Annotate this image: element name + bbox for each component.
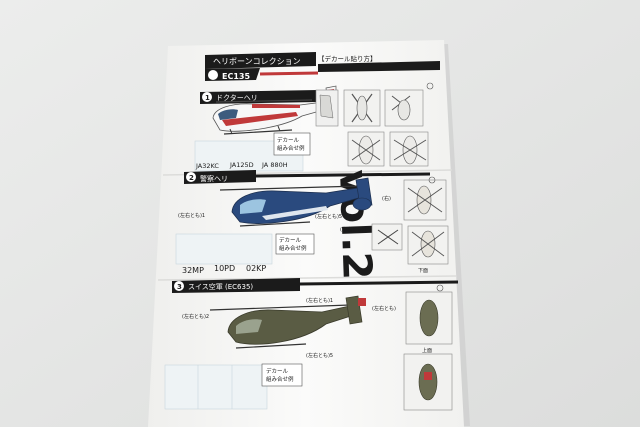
registration-decal: 02KP bbox=[246, 264, 266, 273]
section-1-decal-note: デカール bbox=[277, 136, 300, 144]
section-3-callout: (左右とも) bbox=[372, 305, 396, 312]
registration-decal: JA32KC bbox=[195, 162, 219, 170]
registration-decal: JA 880H bbox=[261, 161, 288, 169]
series-title: ヘリボーンコレクション bbox=[213, 57, 301, 66]
section-3-callout: (左右とも)5 bbox=[306, 352, 333, 359]
section-1-decal-note: 組み合せ例 bbox=[277, 144, 305, 152]
section-3-callout: (左右とも)2 bbox=[182, 313, 209, 320]
section-3-number: 3 bbox=[177, 283, 182, 291]
section-3-rule bbox=[299, 280, 459, 286]
police-helicopter-illustration bbox=[219, 177, 373, 227]
model-badge: EC135 bbox=[222, 72, 250, 81]
red-stripe bbox=[259, 71, 319, 76]
section-1-number-circle bbox=[202, 92, 212, 102]
paper-sheet bbox=[148, 40, 464, 427]
registration-decal: JA125D bbox=[229, 161, 254, 169]
section-2-decal-sheet: 32MP 10PD 02KP bbox=[175, 233, 273, 275]
view-label: (右) bbox=[382, 195, 391, 202]
registration-decal: 32MP bbox=[182, 266, 204, 275]
section-2-detail-photos bbox=[371, 179, 449, 265]
page-marker bbox=[426, 82, 434, 90]
section-2-decal-note: 組み合せ例 bbox=[279, 244, 307, 252]
fold-line bbox=[157, 275, 457, 281]
view-label: 上面 bbox=[422, 347, 432, 354]
section-3-decal-note: 組み合せ例 bbox=[266, 375, 294, 383]
section-1-title: ドクターヘリ bbox=[216, 93, 258, 102]
section-2-bar bbox=[184, 170, 256, 184]
section-1-detail-photos bbox=[315, 89, 429, 167]
section-3-detail-photos bbox=[403, 291, 453, 411]
page-marker bbox=[436, 284, 444, 292]
section-2-decal-note: デカール bbox=[279, 236, 302, 244]
section-1-number: 1 bbox=[205, 94, 210, 102]
military-helicopter-illustration bbox=[209, 295, 366, 349]
section-3-title: スイス空軍 (EC635) bbox=[188, 282, 253, 291]
decal-header: 【デカール貼り方】 bbox=[318, 54, 377, 63]
view-label: 下面 bbox=[418, 268, 428, 274]
section-2-decal-note-box bbox=[275, 233, 315, 255]
section-2-callout: (左右とも)5 bbox=[315, 213, 342, 220]
section-3-bar bbox=[172, 278, 300, 293]
section-2-callout: (左右とも)1 bbox=[178, 212, 205, 219]
section-2-callout: (左右とも)1 bbox=[340, 226, 367, 233]
section-2-rule bbox=[255, 172, 431, 178]
section-3-decal-note: デカール bbox=[266, 367, 289, 375]
series-title-bar bbox=[205, 52, 316, 69]
section-2-number-circle bbox=[186, 172, 196, 182]
section-3-callout: (左右とも)1 bbox=[306, 297, 333, 304]
section-2-number: 2 bbox=[189, 174, 194, 182]
section-2-title: 警察ヘリ bbox=[200, 174, 228, 183]
watermark-text: vol.2 bbox=[330, 169, 380, 281]
section-3-decal-sheet bbox=[164, 364, 268, 410]
registration-decal: 10PD bbox=[214, 264, 235, 273]
page-marker bbox=[428, 176, 436, 184]
model-badge-bar bbox=[205, 68, 260, 81]
badge-icon bbox=[208, 70, 218, 80]
section-3-decal-note-box bbox=[261, 363, 303, 387]
section-1-decal-note-box bbox=[273, 132, 311, 156]
section-3-number-circle bbox=[174, 281, 184, 291]
header-rule bbox=[318, 61, 440, 72]
